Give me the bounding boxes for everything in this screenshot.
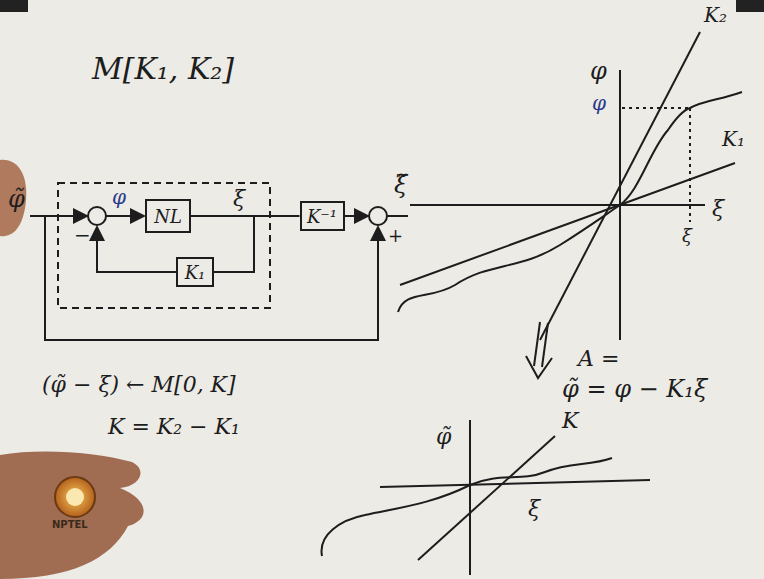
- handwritten-note: −: [74, 224, 91, 247]
- handwritten-note: +: [388, 226, 403, 247]
- handwritten-note: M[K₁, K₂]: [92, 52, 234, 87]
- handwritten-note: φ: [592, 92, 606, 115]
- handwritten-note: K: [562, 408, 578, 433]
- handwritten-note: (φ̃ − ξ) ← M[0, K]: [42, 372, 236, 397]
- block-box: K⁻¹: [300, 201, 345, 231]
- handwritten-note: φ̃: [436, 424, 451, 449]
- block-box: NL: [145, 199, 191, 233]
- handwritten-note: A =: [578, 346, 619, 371]
- handwritten-note: ξ̃: [394, 172, 407, 200]
- handwritten-note: K₁: [722, 128, 745, 151]
- signal-wire: [191, 215, 300, 217]
- handwritten-note: K₂: [704, 4, 727, 27]
- block-label: K⁻¹: [307, 206, 337, 227]
- handwritten-note: ξ: [528, 496, 540, 521]
- block-label: NL: [154, 206, 182, 227]
- logo-text: NPTEL: [52, 519, 88, 531]
- block-label: K₁: [185, 262, 206, 283]
- handwritten-note: φ: [112, 186, 126, 209]
- handwritten-note: ξ: [682, 226, 692, 247]
- handwritten-note: ξ: [233, 186, 245, 211]
- handwritten-note: ξ: [712, 196, 724, 221]
- handwritten-note: K = K₂ − K₁: [108, 414, 240, 439]
- handwritten-note: φ̃ = φ − K₁ξ: [562, 376, 707, 404]
- handwritten-note: φ̃: [8, 186, 25, 214]
- block-box: K₁: [176, 257, 214, 287]
- handwritten-note: φ: [590, 58, 607, 86]
